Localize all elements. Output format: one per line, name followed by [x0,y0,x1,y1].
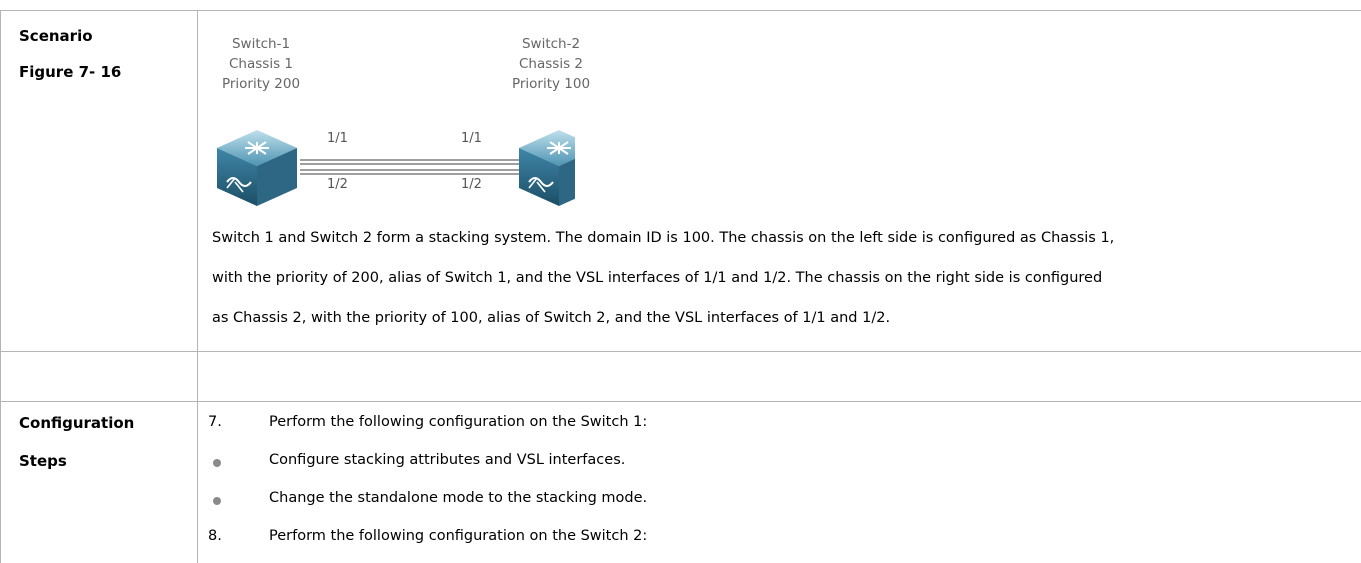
switch1-labels: Switch-1 Chassis 1 Priority 200 [206,34,316,94]
switch1-priority: Priority 200 [221,76,301,92]
step-number: 8. [208,528,222,544]
description-line: as Chassis 2, with the priority of 100, … [212,310,891,326]
description-line: Switch 1 and Switch 2 form a stacking sy… [212,230,1115,246]
bullet-text: Change the standalone mode to the stacki… [269,490,648,506]
description-line: with the priority of 200, alias of Switc… [212,270,1103,286]
switch2-port-top: 1/1 [461,131,482,146]
table-border-top [0,10,1361,11]
bullet-icon [213,459,221,467]
bullet-text: Configure stacking attributes and VSL in… [269,452,626,468]
switch1-name: Switch-1 [231,36,291,52]
switch2-port-bottom: 1/2 [461,177,482,192]
figure-label: Figure 7- 16 [19,63,122,81]
column-divider [197,10,198,563]
row-divider-2 [0,401,1361,402]
switch2-priority: Priority 100 [511,76,591,92]
step-text: Perform the following configuration on t… [269,528,648,544]
switch2-labels: Switch-2 Chassis 2 Priority 100 [496,34,606,94]
row-divider-1 [0,351,1361,352]
switch1-icon [217,130,297,206]
switch1-port-top: 1/1 [327,131,348,146]
step-text: Perform the following configuration on t… [269,414,648,430]
steps-label: Steps [19,452,67,470]
scenario-label: Scenario [19,27,93,45]
switch2-icon [519,130,575,206]
switch1-port-bottom: 1/2 [327,177,348,192]
vsl-link-bottom [300,169,521,175]
step-number: 7. [208,414,222,430]
table-border-left [0,10,1,563]
configuration-label: Configuration [19,414,135,432]
diagram-graphic [217,130,575,206]
vsl-link-top [300,159,521,165]
switch2-chassis: Chassis 2 [519,56,583,72]
switch1-chassis: Chassis 1 [229,56,293,72]
bullet-icon [213,497,221,505]
switch2-name: Switch-2 [521,36,581,52]
